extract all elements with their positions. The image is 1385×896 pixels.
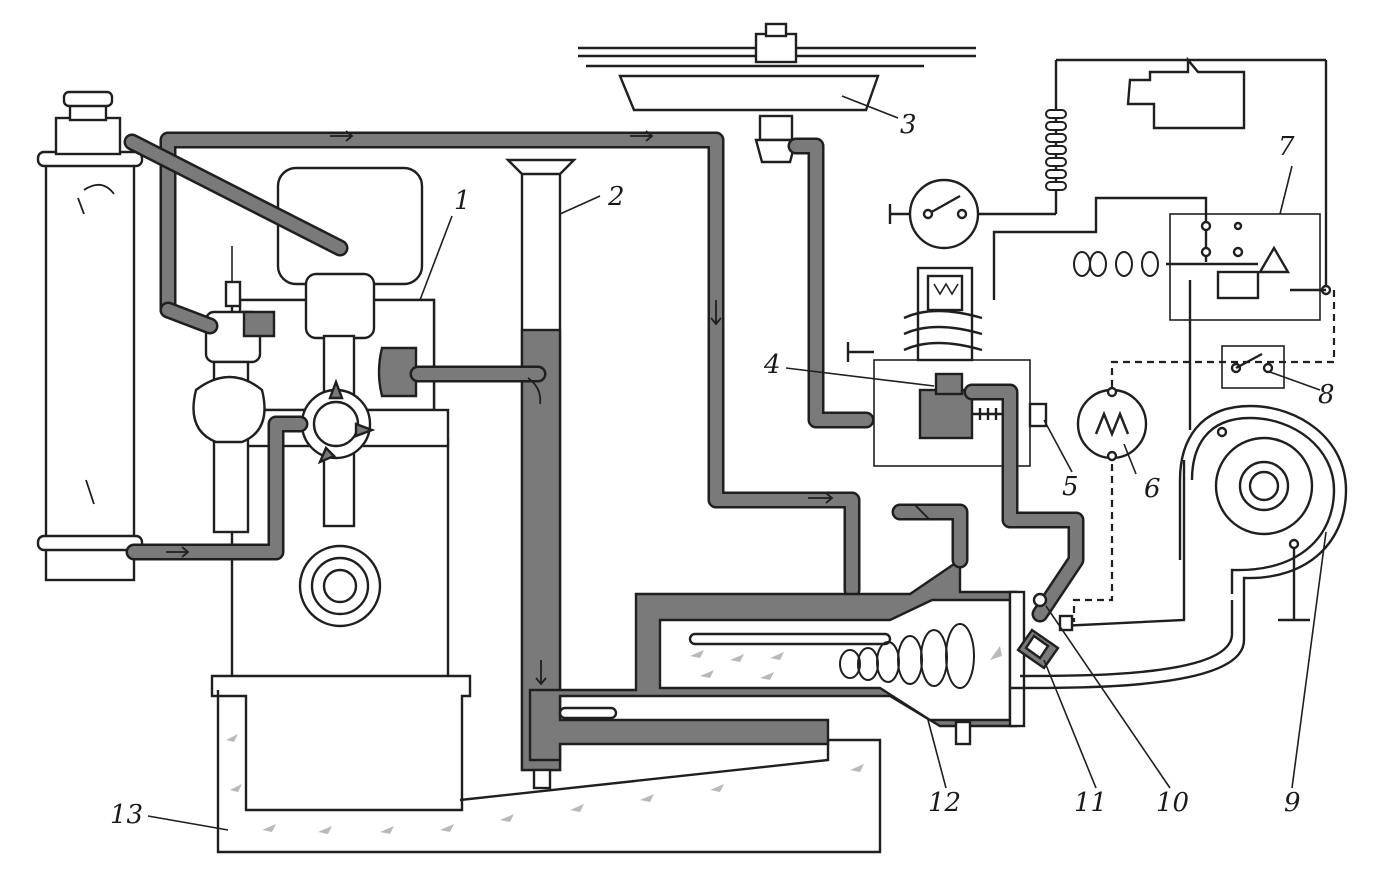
engine-block	[192, 166, 450, 692]
callout-3: 3	[900, 110, 917, 140]
callout-9: 9	[1284, 788, 1301, 818]
callout-13: 13	[110, 800, 144, 830]
callout-1: 1	[454, 186, 471, 216]
fuel-solenoid-valve	[846, 266, 1085, 623]
heater-housing	[528, 503, 1026, 762]
oil-sump	[210, 674, 882, 854]
callout-6: 6	[1144, 474, 1161, 504]
callout-8: 8	[1318, 380, 1335, 410]
blower	[1009, 404, 1348, 690]
radiator	[36, 90, 144, 582]
callout-4: 4	[764, 350, 781, 380]
lower-coolant-pipe	[125, 415, 309, 561]
glow-plug-nozzle	[1016, 592, 1074, 670]
callout-12: 12	[928, 788, 962, 818]
callout-2: 2	[608, 182, 625, 212]
callout-10: 10	[1156, 788, 1190, 818]
leader-lines	[147, 95, 1327, 831]
callout-11: 11	[1074, 788, 1108, 818]
fuel-tank	[578, 22, 976, 429]
wiring	[888, 56, 1336, 628]
upper-coolant-pipe	[123, 130, 861, 599]
callout-7: 7	[1278, 132, 1295, 162]
callout-5: 5	[1062, 472, 1079, 502]
